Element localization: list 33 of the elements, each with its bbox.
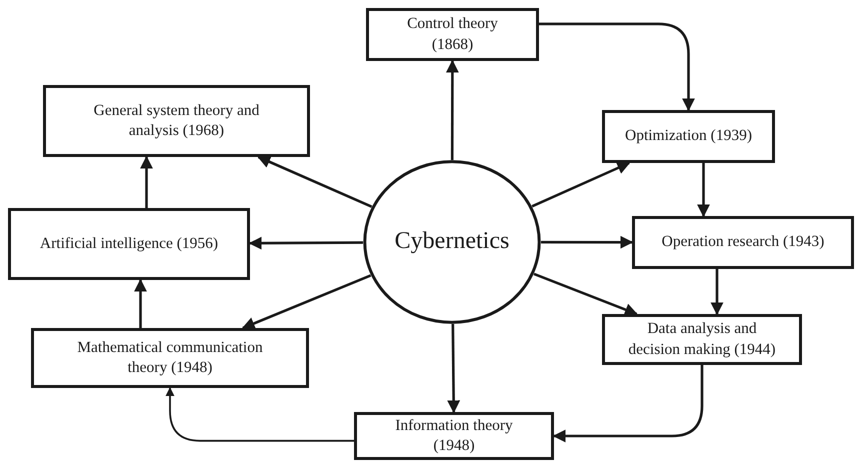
- arrow: [710, 269, 724, 316]
- topic-box: [8, 208, 250, 280]
- arrow: [248, 236, 363, 250]
- topic-box: [366, 8, 539, 61]
- topic-box: [632, 216, 854, 269]
- topic-label: Data analysis and decision making (1944): [627, 319, 777, 360]
- topic-label: Mathematical communication theory (1948): [76, 338, 264, 378]
- topic-label: Cybernetics: [394, 227, 510, 256]
- topic-label: Control theory (1868): [406, 14, 499, 54]
- topic-label: Artificial intelligence (1956): [40, 234, 218, 254]
- topic-label: General system theory and analysis (1968): [92, 100, 260, 141]
- arrow: [134, 278, 147, 328]
- topic-box: [354, 412, 554, 460]
- topic-label: Operation research (1943): [662, 232, 824, 252]
- arrow: [541, 236, 634, 249]
- arrow: [257, 156, 372, 208]
- topic-box: [43, 85, 310, 157]
- arrow: [140, 156, 153, 208]
- arrow: [539, 22, 695, 112]
- arrow: [166, 387, 354, 442]
- topic-label: Information theory (1948): [394, 416, 514, 456]
- arrow: [552, 365, 704, 442]
- topic-box: [602, 314, 802, 365]
- topic-box: [602, 110, 775, 163]
- arrow: [697, 163, 710, 218]
- arrow: [447, 324, 460, 414]
- arrow: [533, 272, 638, 316]
- topic-box: [31, 328, 309, 388]
- topic-ellipse: [363, 160, 541, 324]
- topic-label: Optimization (1939): [625, 126, 752, 146]
- arrow: [532, 162, 630, 208]
- arrow: [242, 274, 372, 330]
- arrow: [446, 60, 459, 160]
